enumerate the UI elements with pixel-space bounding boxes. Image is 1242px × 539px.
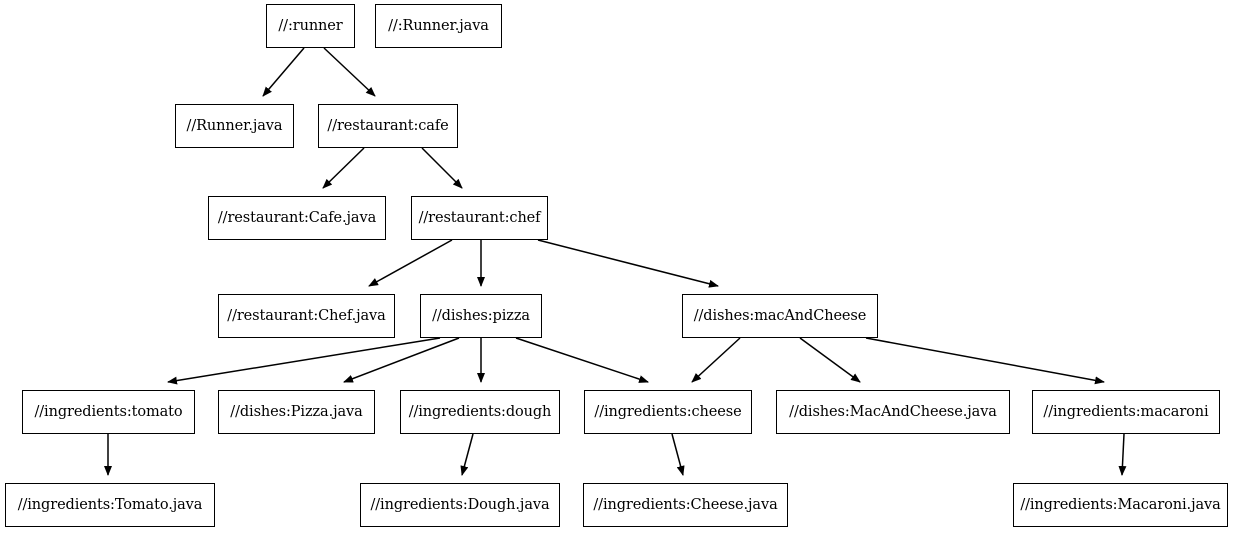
graph-node-dishes_mac_java[interactable]: //dishes:MacAndCheese.java (776, 390, 1010, 434)
graph-edge-restaurant_chef-to-dishes_macandcheese (537, 239, 719, 288)
graph-edge-dishes_pizza-to-dishes_pizza_java (343, 337, 460, 383)
graph-edge-dishes_macandcheese-to-ing_cheese (691, 337, 741, 383)
graph-node-label: //ingredients:tomato (34, 403, 183, 420)
graph-node-label: //dishes:macAndCheese (693, 307, 867, 324)
graph-node-label: //ingredients:dough (408, 403, 552, 420)
graph-node-label: //ingredients:cheese (594, 403, 742, 420)
graph-node-label: //dishes:MacAndCheese.java (789, 403, 997, 420)
graph-node-ing_dough_java[interactable]: //ingredients:Dough.java (360, 483, 560, 527)
graph-node-label: //dishes:pizza (432, 307, 530, 324)
graph-node-ing_macaroni[interactable]: //ingredients:macaroni (1032, 390, 1220, 434)
graph-node-ing_tomato_java[interactable]: //ingredients:Tomato.java (5, 483, 215, 527)
graph-node-ing_dough[interactable]: //ingredients:dough (400, 390, 560, 434)
graph-edge-restaurant_chef-to-restaurant_chef_java (368, 239, 453, 287)
graph-edge-ing_cheese-to-ing_cheese_java (671, 433, 685, 476)
graph-edge-runner-to-restaurant_cafe (323, 47, 376, 97)
graph-node-ing_macaroni_java[interactable]: //ingredients:Macaroni.java (1013, 483, 1228, 527)
graph-edge-dishes_macandcheese-to-ing_macaroni (865, 337, 1105, 385)
graph-node-ing_cheese[interactable]: //ingredients:cheese (584, 390, 752, 434)
graph-edge-restaurant_cafe-to-restaurant_cafe_java (322, 147, 365, 189)
graph-node-dishes_macandcheese[interactable]: //dishes:macAndCheese (682, 294, 878, 338)
graph-node-ing_cheese_java[interactable]: //ingredients:Cheese.java (583, 483, 788, 527)
graph-node-restaurant_chef_java[interactable]: //restaurant:Chef.java (218, 294, 395, 338)
graph-node-runner_java_root[interactable]: //:Runner.java (375, 4, 502, 48)
graph-node-label: //:runner (278, 17, 343, 34)
graph-edge-ing_macaroni-to-ing_macaroni_java (1118, 433, 1127, 476)
graph-node-label: //ingredients:macaroni (1043, 403, 1209, 420)
graph-node-restaurant_chef[interactable]: //restaurant:chef (411, 196, 548, 240)
graph-node-label: //restaurant:Chef.java (227, 307, 386, 324)
graph-edge-ing_dough-to-ing_dough_java (460, 433, 474, 476)
graph-node-label: //ingredients:Macaroni.java (1020, 496, 1221, 513)
graph-edge-runner-to-runner_java (262, 47, 305, 97)
graph-edge-restaurant_cafe-to-restaurant_chef (421, 147, 463, 189)
graph-node-label: //Runner.java (186, 117, 283, 134)
graph-node-label: //:Runner.java (388, 17, 489, 34)
graph-node-label: //ingredients:Tomato.java (17, 496, 203, 513)
graph-node-label: //ingredients:Cheese.java (593, 496, 778, 513)
graph-edge-dishes_pizza-to-ing_tomato (167, 337, 441, 385)
graph-node-restaurant_cafe[interactable]: //restaurant:cafe (318, 104, 458, 148)
graph-node-dishes_pizza_java[interactable]: //dishes:Pizza.java (218, 390, 375, 434)
graph-node-runner_java[interactable]: //Runner.java (175, 104, 294, 148)
graph-node-label: //restaurant:chef (418, 209, 541, 226)
graph-node-label: //dishes:Pizza.java (230, 403, 363, 420)
graph-edge-dishes_macandcheese-to-dishes_mac_java (799, 337, 861, 383)
graph-node-restaurant_cafe_java[interactable]: //restaurant:Cafe.java (208, 196, 386, 240)
graph-node-label: //ingredients:Dough.java (370, 496, 550, 513)
graph-node-ing_tomato[interactable]: //ingredients:tomato (22, 390, 195, 434)
graph-node-runner[interactable]: //:runner (266, 4, 355, 48)
graph-edge-dishes_pizza-to-ing_cheese (515, 337, 649, 383)
graph-node-dishes_pizza[interactable]: //dishes:pizza (420, 294, 542, 338)
graph-node-label: //restaurant:cafe (327, 117, 449, 134)
graph-node-label: //restaurant:Cafe.java (217, 209, 377, 226)
